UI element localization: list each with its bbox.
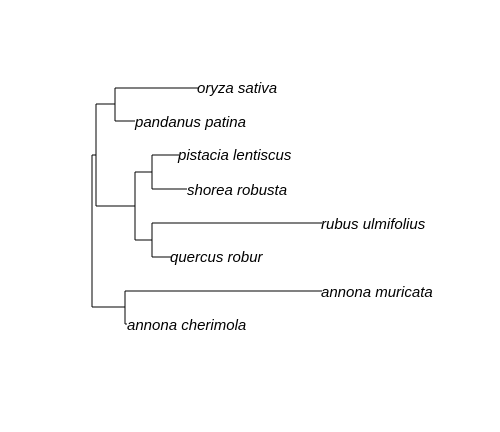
tip-labels: oryza sativa pandanus patina pistacia le… [127,80,433,334]
tip-label-quercus: quercus robur [170,249,264,266]
tip-label-annona-cherimola: annona cherimola [127,317,246,334]
tip-label-pandanus: pandanus patina [134,114,246,131]
tip-label-annona-muricata: annona muricata [321,284,433,301]
tip-label-shorea: shorea robusta [187,182,287,199]
tip-label-oryza: oryza sativa [197,80,277,97]
tip-label-rubus: rubus ulmifolius [321,216,426,233]
tip-label-pistacia: pistacia lentiscus [177,147,292,164]
tree-branches [91,87,322,325]
